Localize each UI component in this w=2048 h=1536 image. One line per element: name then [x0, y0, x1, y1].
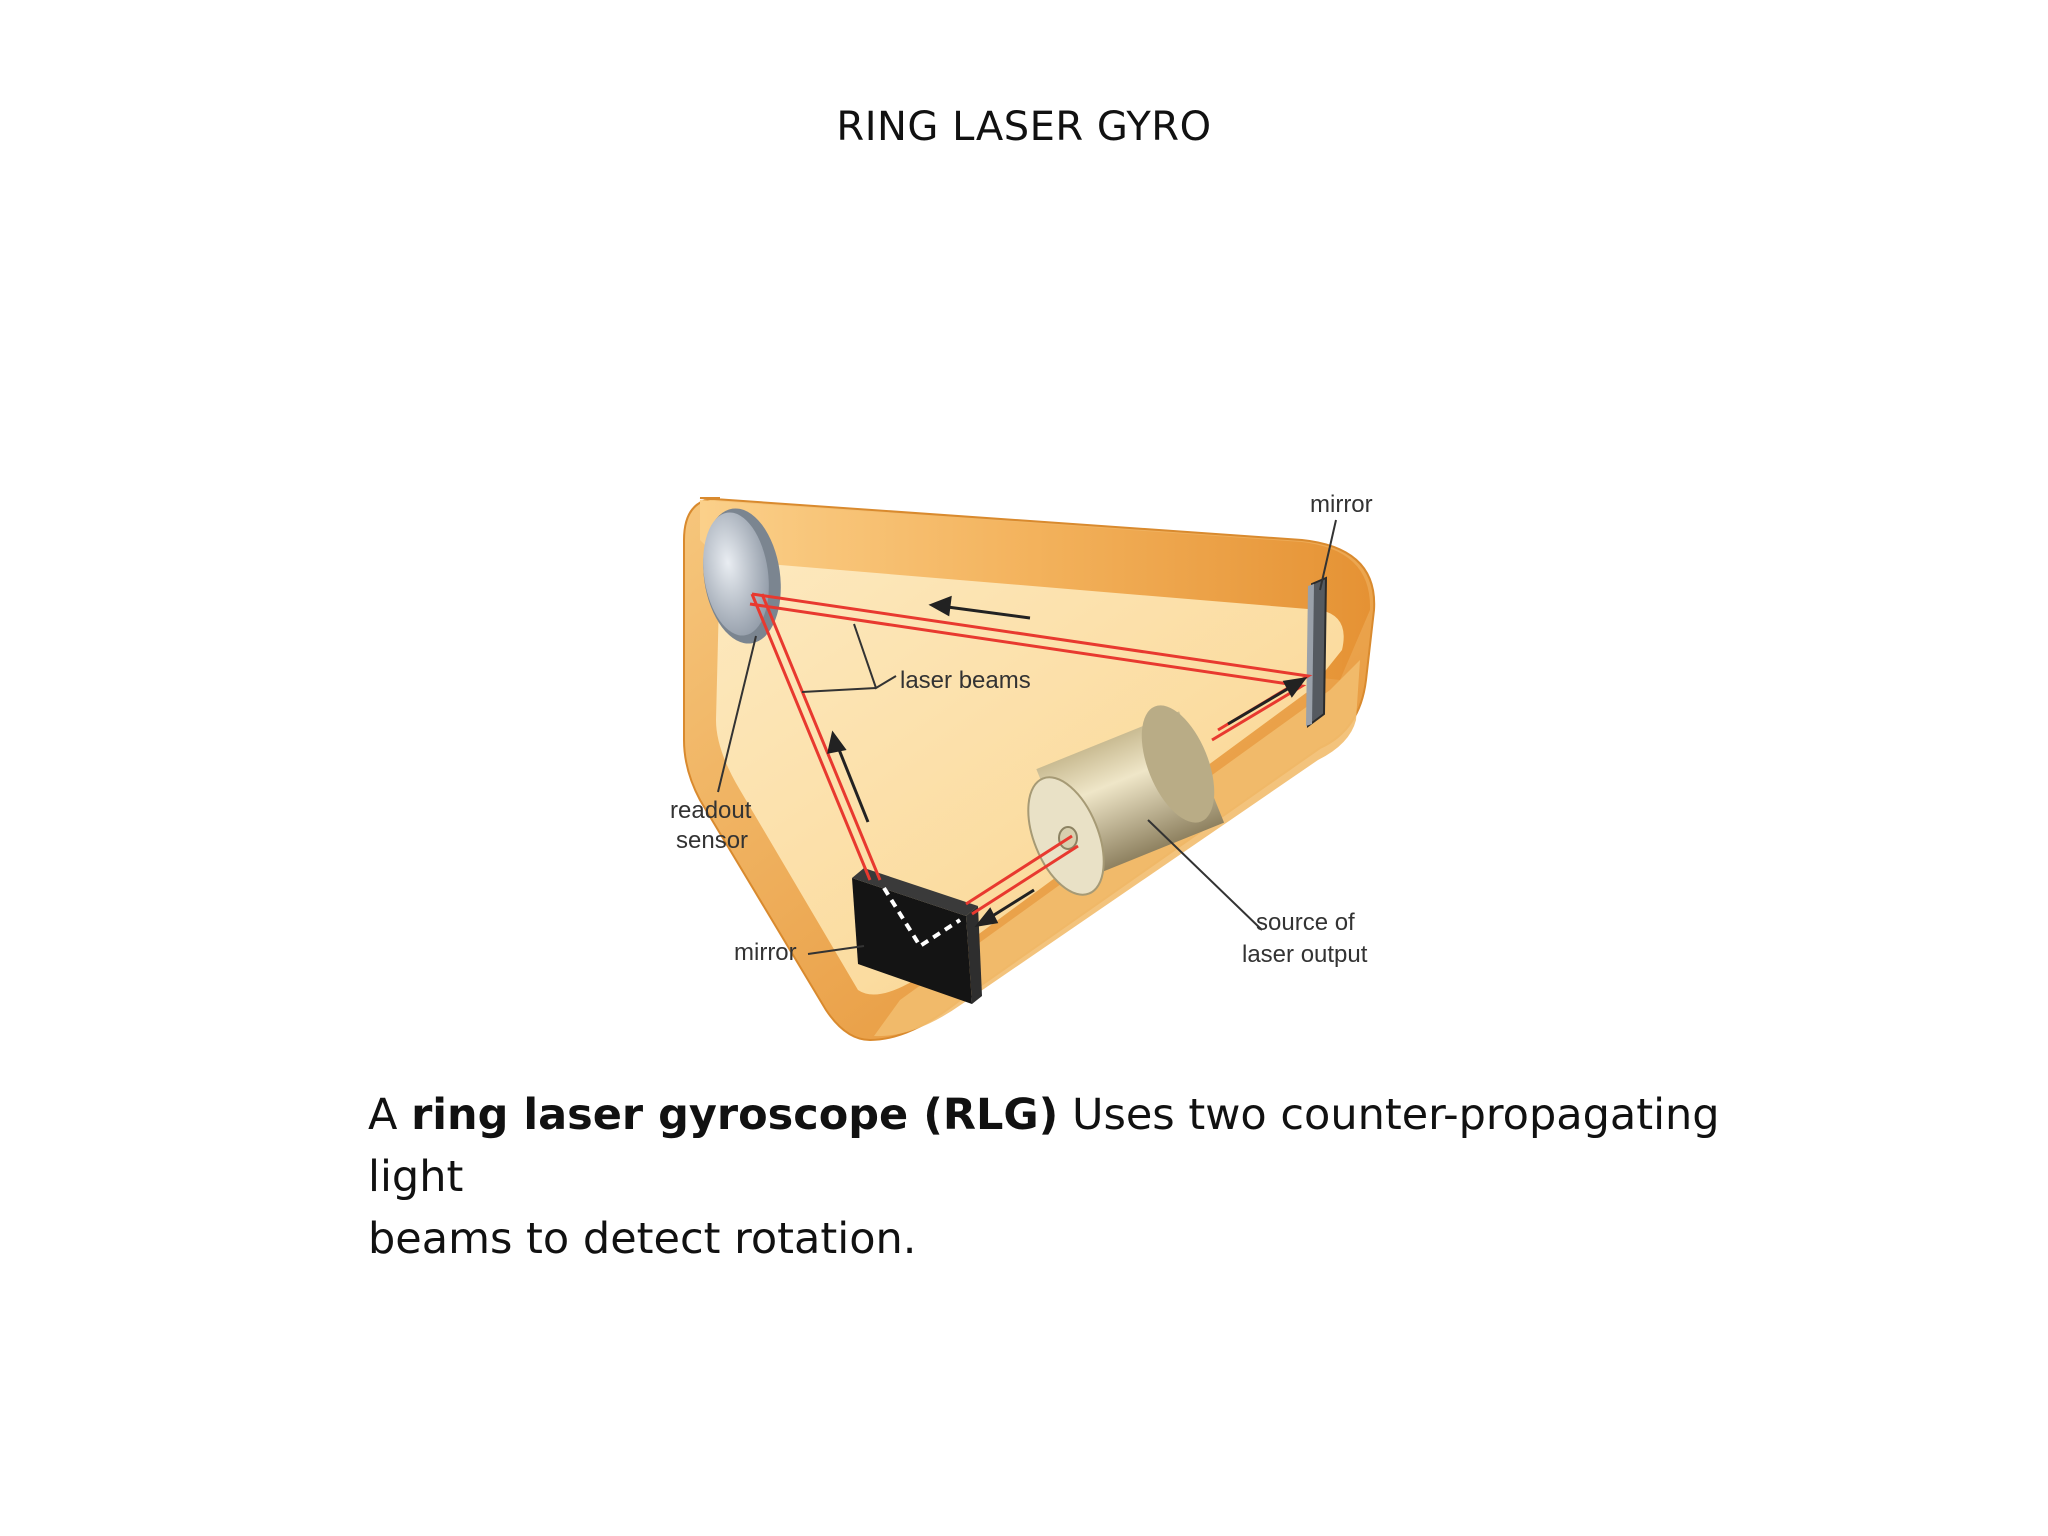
- caption-text-line2: beams to detect rotation.: [368, 1214, 917, 1264]
- label-readout-line1: readout: [670, 797, 752, 824]
- direction-arrows: [827, 595, 1308, 928]
- label-source-line1: source of: [1256, 909, 1355, 936]
- slide-title: RING LASER GYRO: [836, 104, 1212, 150]
- label-readout-line2: sensor: [676, 827, 748, 854]
- top-mirror-face: [1306, 584, 1314, 726]
- label-mirror-top: mirror: [1310, 491, 1373, 518]
- caption: A ring laser gyroscope (RLG) Uses two co…: [368, 1084, 1748, 1270]
- label-source-line2: laser output: [1242, 941, 1368, 968]
- label-laser-beams: laser beams: [900, 667, 1031, 694]
- label-mirror-bottom: mirror: [734, 939, 797, 966]
- caption-term: ring laser gyroscope (RLG): [411, 1090, 1059, 1140]
- bottom-mirror: [852, 868, 982, 1004]
- caption-prefix: A: [368, 1090, 412, 1140]
- leader-lines: [717, 519, 1337, 955]
- caption-text-line1: Uses two counter-propagating light: [368, 1090, 1720, 1202]
